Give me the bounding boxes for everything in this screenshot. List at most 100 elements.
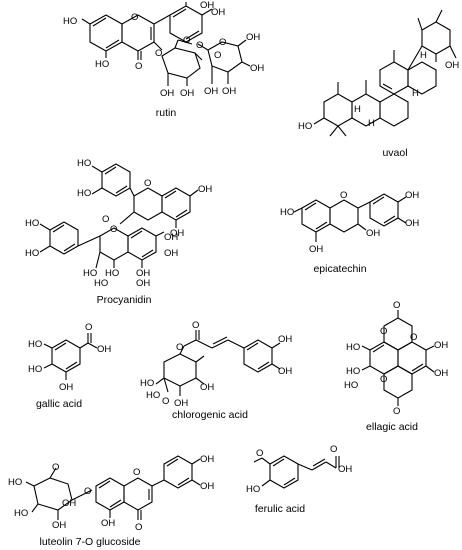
chlorogenic-atom-oh-2: OH (278, 366, 292, 377)
epicatechin-atom-oh-1: OH (405, 190, 419, 201)
ellagic-atom-o-4: O (380, 374, 387, 385)
procyanidin-atom-o-2: O (102, 214, 109, 225)
gallic-atom-oh-1: OH (97, 344, 111, 355)
procyanidin-label: Procyanidin (97, 294, 152, 306)
rutin-atom-o-1: O (131, 12, 138, 23)
procyanidin-atom-ho-3: HO (25, 218, 39, 229)
procyanidin-atom-ho-7: HO (94, 278, 108, 289)
procyanidin-atom-ho-5: HO (83, 268, 97, 279)
luteolin-atom-o-1: O (52, 462, 59, 473)
procyanidin-atom-oh-2: OH (170, 228, 184, 239)
uvaol-atom-oh: OH (445, 60, 459, 71)
rutin-atom-o-3: O (155, 48, 162, 59)
rutin-atom-oh-2: OH (211, 7, 225, 18)
luteolin-atom-oh-2: OH (200, 481, 214, 492)
procyanidin-atom-oh-1: OH (198, 184, 212, 195)
procyanidin-atom-ho-4: HO (25, 248, 39, 259)
procyanidin-atom-ho-6: HO (105, 268, 119, 279)
procyanidin-structure: HO HO OH O OH OH O HO HO HO O OH HO OH H… (25, 158, 212, 306)
rutin-atom-oh-3: OH (160, 88, 174, 99)
ellagic-atom-ho-1: HO (346, 342, 360, 353)
chlorogenic-atom-o-2: O (176, 342, 183, 353)
ferulic-atom-ho: HO (246, 484, 260, 495)
epicatechin-atom-ho: HO (280, 207, 294, 218)
epicatechin-atom-oh-3: OH (366, 228, 380, 239)
ellagic-atom-oh-2: OH (434, 368, 448, 379)
uvaol-atom-h-4: H (420, 50, 427, 61)
ellagic-atom-ho-3: HO (344, 380, 358, 391)
procyanidin-atom-ho-1: HO (77, 158, 91, 169)
uvaol-atom-h-2: H (368, 118, 375, 129)
uvaol-atom-ho: HO (298, 121, 312, 132)
rutin-atom-o-7: O (214, 50, 221, 61)
uvaol-structure: HO H H H H OH uvaol (298, 9, 459, 159)
chlorogenic-acid-label: chlorogenic acid (172, 409, 248, 421)
rutin-label: rutin (156, 107, 177, 119)
epicatechin-atom-oh-4: OH (309, 244, 323, 255)
epicatechin-label: epicatechin (313, 263, 366, 275)
rutin-atom-oh-1: OH (200, 0, 214, 11)
rutin-atom-ho-2: HO (95, 59, 109, 70)
ellagic-atom-oh-1: OH (434, 340, 448, 351)
ferulic-atom-o-1: O (330, 444, 337, 455)
procyanidin-atom-oh-4: OH (164, 248, 178, 259)
rutin-atom-oh-6: OH (180, 88, 194, 99)
procyanidin-atom-o-1: O (144, 178, 151, 189)
ferulic-atom-oh: OH (338, 464, 352, 475)
gallic-acid-label: gallic acid (36, 398, 82, 410)
gallic-atom-ho-2: HO (28, 364, 42, 375)
epicatechin-structure: OH OH HO O OH OH epicatechin (280, 190, 419, 275)
luteolin-atom-ho-2: HO (14, 508, 28, 519)
luteolin-atom-oh-5: OH (101, 518, 115, 529)
ellagic-atom-o-2: O (380, 326, 387, 337)
luteolin-glucoside-label: luteolin 7-O glucoside (40, 536, 141, 548)
luteolin-atom-ho-1: HO (8, 477, 22, 488)
rutin-atom-o-4: O (183, 35, 190, 46)
rutin-atom-ho-1: HO (63, 16, 77, 27)
rutin-structure: HO OH OH O O O O OH O HO O OH O OH OH OH… (63, 0, 264, 119)
ellagic-acid-label: ellagic acid (366, 421, 418, 433)
ferulic-acid-label: ferulic acid (255, 503, 305, 515)
luteolin-atom-o-2: O (84, 486, 91, 497)
luteolin-atom-o-3: O (133, 467, 140, 478)
ferulic-acid-structure: O O OH HO ferulic acid (246, 444, 352, 515)
gallic-atom-ho-1: HO (28, 339, 42, 350)
ferulic-atom-o-2: O (256, 448, 263, 459)
uvaol-atom-h-1: H (354, 104, 361, 115)
chlorogenic-atom-ho-1: HO (140, 378, 154, 389)
gallic-acid-structure: O OH HO HO OH gallic acid (28, 322, 111, 410)
uvaol-atom-h-3: H (412, 88, 419, 99)
ellagic-atom-o-5: O (393, 406, 400, 417)
rutin-atom-oh-5: OH (250, 63, 264, 74)
ellagic-atom-o-3: O (410, 332, 417, 343)
chlorogenic-atom-oh-1: OH (278, 334, 292, 345)
chlorogenic-atom-oh-3: OH (200, 382, 214, 393)
procyanidin-atom-o-3: O (110, 224, 117, 235)
procyanidin-atom-oh-3: OH (164, 232, 178, 243)
chlorogenic-atom-o-3: O (162, 396, 169, 407)
procyanidin-atom-oh-6: OH (136, 278, 150, 289)
rutin-atom-oh-4: OH (246, 32, 260, 43)
ellagic-acid-structure: O HO O OH O OH HO O HO O ellagic acid (344, 300, 448, 433)
luteolin-glucoside-structure: OH OH HO O O O HO OH OH OH O luteolin 7-… (8, 454, 214, 548)
luteolin-atom-oh-3: OH (62, 498, 76, 509)
ellagic-atom-ho-2: HO (346, 366, 360, 377)
chlorogenic-atom-oh-4: OH (174, 398, 188, 409)
procyanidin-atom-ho-2: HO (77, 188, 91, 199)
gallic-atom-o: O (85, 322, 92, 333)
rutin-atom-o-2: O (135, 61, 142, 72)
epicatechin-atom-o: O (340, 190, 347, 201)
luteolin-atom-oh-1: OH (200, 454, 214, 465)
rutin-atom-oh-8: OH (222, 86, 236, 97)
epicatechin-atom-oh-2: OH (405, 218, 419, 229)
chlorogenic-acid-structure: O O OH OH HO HO O OH OH chlorogenic acid (140, 320, 292, 421)
ellagic-atom-o-1: O (393, 300, 400, 311)
uvaol-label: uvaol (382, 147, 407, 159)
luteolin-atom-oh-4: OH (52, 520, 66, 531)
procyanidin-atom-oh-5: OH (136, 268, 150, 279)
chlorogenic-atom-o-1: O (192, 320, 199, 331)
rutin-atom-o-6: O (219, 37, 226, 48)
rutin-atom-o-5: O (196, 40, 203, 51)
rutin-atom-oh-7: OH (204, 86, 218, 97)
